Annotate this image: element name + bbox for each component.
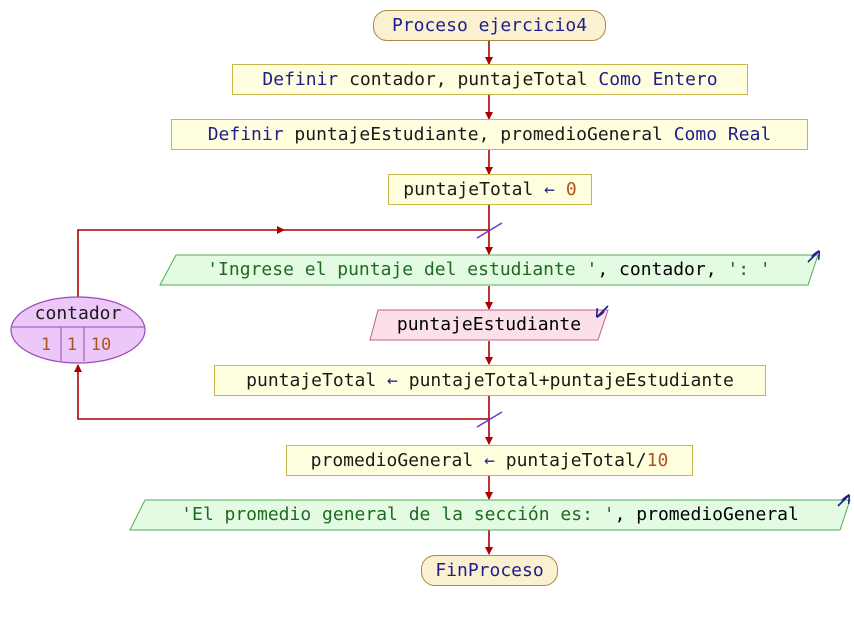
output2-rest: , promedioGeneral <box>614 504 799 525</box>
assign1-value: 0 <box>565 178 577 200</box>
end-node: FinProceso <box>421 555 558 586</box>
loop-end: 10 <box>91 335 111 355</box>
loop-return-line <box>74 364 489 420</box>
define-vars-1: contador, puntajeTotal <box>349 68 588 90</box>
init-total-node: puntajeTotal ← 0 <box>388 174 592 205</box>
output-icon-1 <box>807 252 818 263</box>
output-node-1: 'Ingrese el puntaje del estudiante ', co… <box>165 255 813 285</box>
assign3-target: promedioGeneral <box>310 449 474 471</box>
define-keyword-2: Definir <box>207 123 284 145</box>
assign2-arrow-icon: ← <box>387 369 398 391</box>
loop-start: 1 <box>41 335 51 355</box>
loop-step: 1 <box>67 335 77 355</box>
define-integers-node: Definir contador, puntajeTotal Como Ente… <box>232 64 748 95</box>
output1-sep: , contador, <box>597 259 728 280</box>
assign1-target: puntajeTotal <box>403 178 534 200</box>
como-keyword-2: Como <box>673 123 718 145</box>
loop-top-arrowhead <box>277 226 285 234</box>
junction-slash-top <box>476 222 503 239</box>
average-node: promedioGeneral ← puntajeTotal/10 <box>286 445 693 476</box>
loop-variable: contador <box>35 303 122 324</box>
output-node-2: 'El promedio general de la sección es: '… <box>137 500 843 530</box>
input-shape-1 <box>369 309 609 341</box>
end-keyword: FinProceso <box>435 559 544 581</box>
output-shape-1 <box>159 254 819 286</box>
assign2-expr: puntajeTotal+puntajeEstudiante <box>408 369 734 391</box>
start-node: Proceso ejercicio4 <box>373 10 606 41</box>
junction-slash-bottom <box>476 411 503 428</box>
define-keyword-1: Definir <box>262 68 339 90</box>
assign3-expr: puntajeTotal/ <box>505 449 647 471</box>
output1-string2: ': ' <box>727 259 771 280</box>
assign3-arrow-icon: ← <box>484 449 495 471</box>
como-keyword-1: Como <box>598 68 642 90</box>
assign2-target: puntajeTotal <box>246 369 377 391</box>
loop-junction-marks <box>476 222 503 428</box>
start-keyword: Proceso <box>391 14 468 36</box>
assign3-num: 10 <box>646 449 669 471</box>
output1-string: 'Ingrese el puntaje del estudiante ' <box>207 259 598 280</box>
output-shape-2 <box>129 499 851 531</box>
input-icon-1 <box>598 305 609 316</box>
define-reals-node: Definir puntajeEstudiante, promedioGener… <box>171 119 808 150</box>
accumulate-node: puntajeTotal ← puntajeTotal+puntajeEstud… <box>214 365 766 396</box>
loop-node: contador 1 1 10 <box>10 296 146 364</box>
output-icon-2 <box>837 496 848 507</box>
loop-top-line <box>77 229 489 297</box>
type-real: Real <box>727 123 772 145</box>
type-entero: Entero <box>652 68 718 90</box>
output2-string: 'El promedio general de la sección es: ' <box>181 504 615 525</box>
process-name: ejercicio4 <box>478 14 588 36</box>
assign-arrow-icon: ← <box>544 178 556 200</box>
loop-ellipse <box>10 296 146 364</box>
connectors <box>74 40 493 555</box>
input-node-1: puntajeEstudiante <box>375 310 603 340</box>
input-variable: puntajeEstudiante <box>396 314 582 335</box>
define-vars-2: puntajeEstudiante, promedioGeneral <box>294 123 663 145</box>
